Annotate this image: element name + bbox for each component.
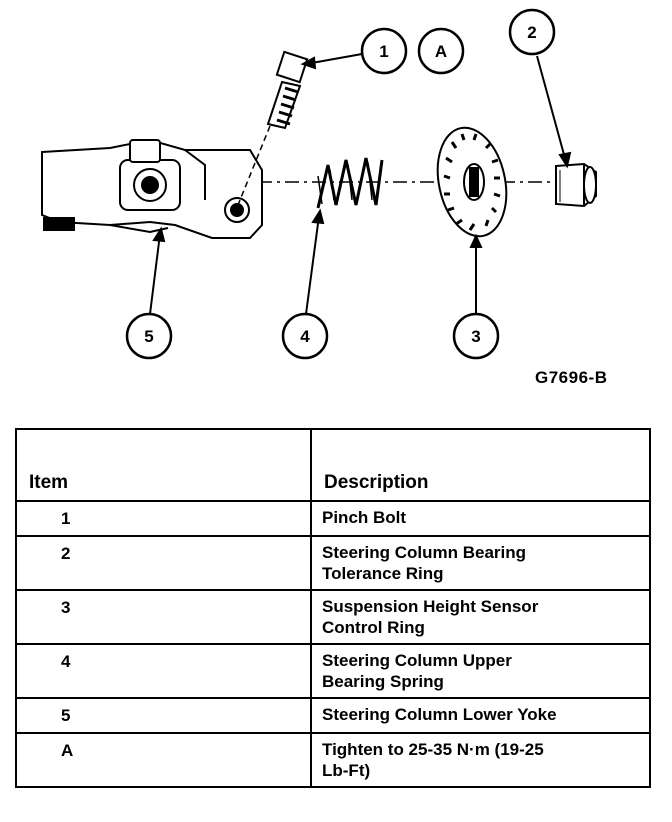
callout-5: 5 [125, 312, 173, 360]
callout-1: 1 [360, 27, 408, 75]
item-cell: 3 [61, 598, 71, 617]
leader-arrow-1 [300, 56, 317, 70]
item-column-header: Item [15, 428, 312, 502]
item-header-label: Item [29, 472, 69, 493]
table-row: 3 Suspension Height Sensor Control Ring [15, 589, 651, 645]
leader-arrow-2 [558, 151, 572, 169]
leader-line-2 [536, 55, 567, 163]
callout-4: 4 [281, 312, 329, 360]
item-cell: A [61, 741, 74, 760]
bolt-path-line [237, 125, 271, 206]
pinch-bolt-part [266, 50, 309, 130]
leader-arrow-3 [469, 233, 483, 248]
lower-yoke-part [41, 138, 263, 239]
callout-3: 3 [452, 312, 500, 360]
table-row: A Tighten to 25-35 N·m (19-25 Lb-Ft) [15, 732, 651, 788]
callout-3-label: 3 [471, 327, 480, 346]
description-cell: Steering Column Lower Yoke [322, 705, 557, 724]
upper-bearing-spring-part [316, 157, 384, 209]
table-row: 5 Steering Column Lower Yoke [15, 697, 651, 734]
description-column-header: Description [310, 428, 651, 502]
leader-line-4 [305, 215, 320, 315]
description-cell: Suspension Height Sensor Control Ring [322, 597, 539, 637]
callout-2: 2 [508, 8, 556, 56]
item-cell: 1 [61, 509, 71, 528]
description-cell: Pinch Bolt [322, 508, 407, 527]
figure-code: G7696-B [535, 368, 608, 387]
description-cell: Tighten to 25-35 N·m (19-25 Lb-Ft) [322, 740, 544, 780]
table-row: 2 Steering Column Bearing Tolerance Ring [15, 535, 651, 591]
exploded-view-diagram: 1 A 2 3 4 5 [41, 8, 600, 360]
tolerance-ring-part [555, 162, 597, 208]
leader-line-5 [149, 233, 161, 315]
description-header-label: Description [324, 472, 429, 493]
parts-legend-table: Item Description 1 Pinch Bolt 2 Steering… [15, 428, 651, 788]
sensor-control-ring-part [436, 126, 508, 238]
item-cell: 2 [61, 544, 71, 563]
callout-5-label: 5 [144, 327, 153, 346]
table-row: 4 Steering Column Upper Bearing Spring [15, 643, 651, 699]
item-cell: 5 [61, 706, 71, 725]
callout-1-label: 1 [379, 42, 388, 61]
callout-A-label: A [435, 42, 447, 61]
item-cell: 4 [61, 652, 71, 671]
callout-A: A [417, 27, 465, 75]
description-cell: Steering Column Upper Bearing Spring [322, 651, 512, 691]
description-cell: Steering Column Bearing Tolerance Ring [322, 543, 527, 583]
table-row: 1 Pinch Bolt [15, 500, 651, 537]
leader-arrow-5 [152, 226, 166, 243]
legend-header-row: Item Description [15, 428, 651, 502]
callout-2-label: 2 [527, 23, 536, 42]
leader-arrow-4 [311, 208, 325, 225]
callout-4-label: 4 [300, 327, 310, 346]
